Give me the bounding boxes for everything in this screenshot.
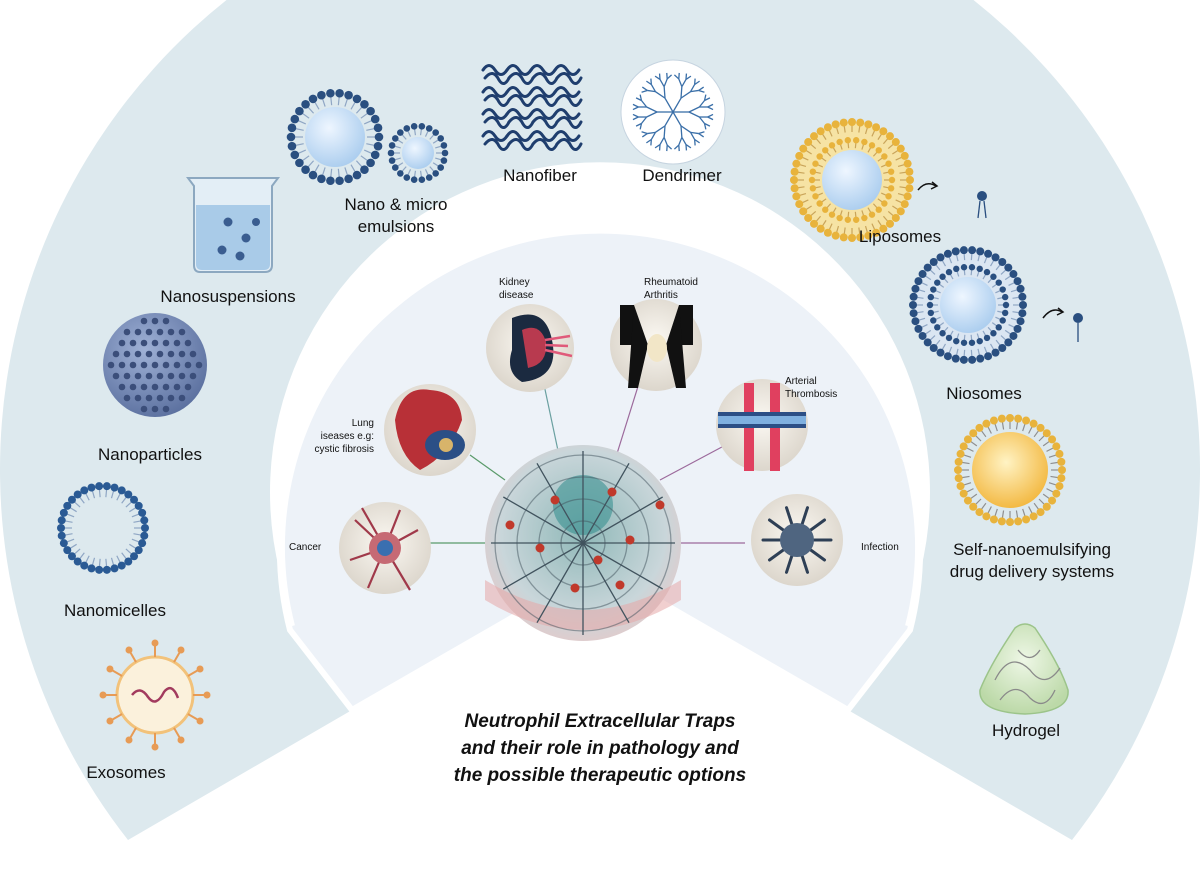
arterial-thrombosis-label: Arterial Thrombosis bbox=[785, 375, 837, 401]
lung-line3: cystic fibrosis bbox=[312, 443, 374, 456]
kidney-icon bbox=[486, 304, 574, 392]
nanomicelles-label: Nanomicelles bbox=[45, 600, 185, 622]
kidney-disease-label: Kidney disease bbox=[499, 276, 533, 302]
lung-line1: Lung bbox=[312, 417, 374, 430]
hydrogel-label: Hydrogel bbox=[966, 720, 1086, 742]
cancer-label: Cancer bbox=[289, 541, 321, 554]
rheumatoid-line1: Rheumatoid bbox=[644, 276, 698, 289]
title-line3: the possible therapeutic options bbox=[380, 762, 820, 789]
virus-icon bbox=[751, 494, 843, 586]
kidney-line2: disease bbox=[499, 289, 533, 302]
liposomes-label: Liposomes bbox=[840, 226, 960, 248]
nano-micro-emulsions-label: Nano & micro emulsions bbox=[336, 194, 456, 238]
nanofiber-label: Nanofiber bbox=[470, 165, 610, 187]
niosomes-label: Niosomes bbox=[924, 383, 1044, 405]
arterial-line2: Thrombosis bbox=[785, 388, 837, 401]
knee-joint-icon bbox=[610, 299, 702, 391]
title-line2: and their role in pathology and bbox=[380, 735, 820, 762]
lung-icon bbox=[384, 384, 476, 476]
self-nanoemulsifying-label: Self-nanoemulsifying drug delivery syste… bbox=[932, 539, 1132, 583]
dendrimer-label: Dendrimer bbox=[612, 165, 752, 187]
self-nanoemulsifying-line1: Self-nanoemulsifying bbox=[932, 539, 1132, 561]
rheumatoid-arthritis-label: Rheumatoid Arthritis bbox=[644, 276, 698, 302]
self-nanoemulsifying-line2: drug delivery systems bbox=[932, 561, 1132, 583]
nano-micro-emulsions-line2: emulsions bbox=[336, 216, 456, 238]
nanoparticles-label: Nanoparticles bbox=[80, 444, 220, 466]
neutrophil-net-icon bbox=[485, 445, 681, 641]
nanosuspensions-label: Nanosuspensions bbox=[148, 286, 308, 308]
title-line1: Neutrophil Extracellular Traps bbox=[380, 708, 820, 735]
infection-label: Infection bbox=[861, 541, 899, 554]
nanoparticle-sphere-icon bbox=[103, 313, 207, 417]
arterial-line1: Arterial bbox=[785, 375, 837, 388]
lung-line2: iseases e.g: bbox=[312, 430, 374, 443]
kidney-line1: Kidney bbox=[499, 276, 533, 289]
cancer-cell-icon bbox=[339, 502, 431, 594]
rheumatoid-line2: Arthritis bbox=[644, 289, 698, 302]
exosomes-label: Exosomes bbox=[66, 762, 186, 784]
lung-diseases-label: Lung iseases e.g: cystic fibrosis bbox=[312, 417, 374, 456]
dendrimer-icon bbox=[621, 60, 725, 164]
diagram-title: Neutrophil Extracellular Traps and their… bbox=[380, 708, 820, 789]
nano-micro-emulsions-line1: Nano & micro bbox=[336, 194, 456, 216]
beaker-icon bbox=[188, 178, 278, 272]
